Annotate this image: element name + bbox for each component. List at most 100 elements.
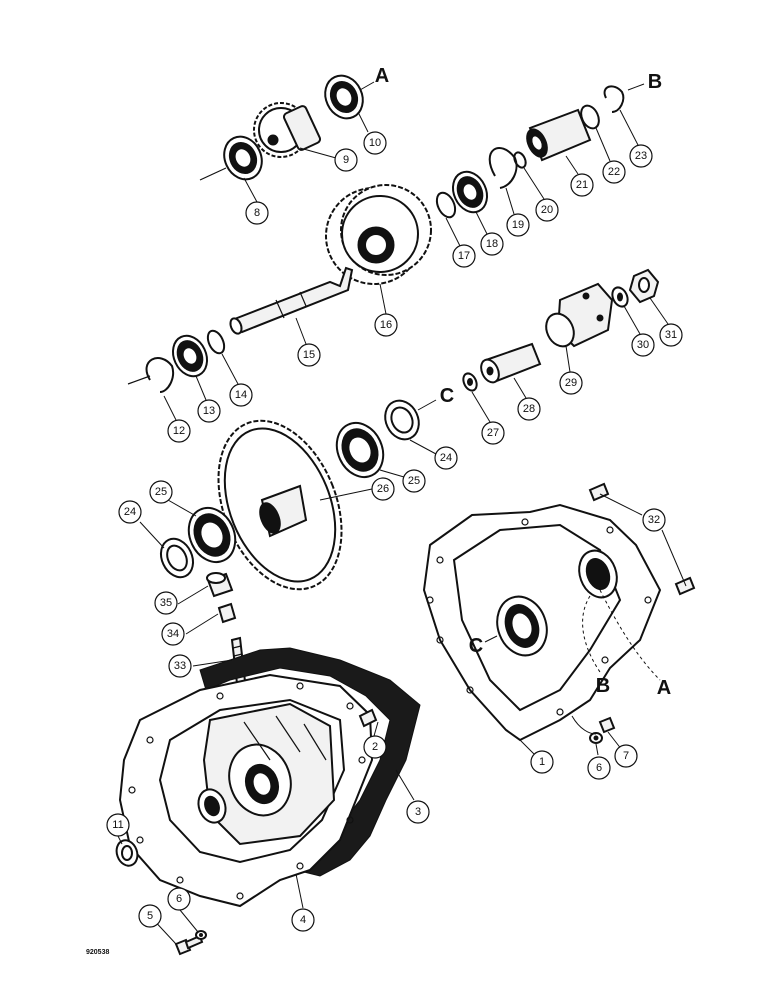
ref-letter-b-top: B [648, 71, 662, 93]
cluster-gear-9 [253, 102, 322, 158]
callout-9: 9 [334, 148, 358, 172]
washer-20 [513, 151, 527, 169]
callout-12: 12 [167, 419, 191, 443]
double-gear-16 [325, 184, 432, 285]
callout-3: 3 [406, 800, 430, 824]
svg-text:4: 4 [300, 914, 306, 926]
svg-text:2: 2 [372, 741, 378, 753]
seal-11 [115, 839, 139, 867]
svg-text:7: 7 [623, 750, 629, 762]
snap-ring-23 [603, 83, 645, 113]
callout-5: 5 [138, 904, 162, 928]
flange-yoke-29 [545, 282, 614, 348]
callout-14: 14 [229, 383, 253, 407]
svg-text:10: 10 [369, 137, 381, 149]
svg-text:5: 5 [147, 910, 153, 922]
coupling-21 [526, 108, 592, 162]
svg-text:22: 22 [608, 166, 620, 178]
callout-8: 8 [245, 201, 269, 225]
callout-26: 26 [371, 477, 395, 501]
large-gear-26 [217, 419, 343, 591]
callout-18: 18 [480, 232, 504, 256]
callout-6-right: 6 [587, 756, 611, 780]
callout-2: 2 [363, 735, 387, 759]
svg-text:16: 16 [380, 319, 392, 331]
ring-17 [435, 191, 457, 219]
svg-text:11: 11 [112, 819, 123, 831]
bearing-8 [199, 135, 263, 181]
callout-21: 21 [570, 173, 594, 197]
seal-24-right [384, 399, 437, 441]
callout-7: 7 [614, 744, 638, 768]
svg-text:15: 15 [303, 349, 315, 361]
bearing-25-right [335, 421, 385, 479]
dowel-32-right [674, 576, 696, 596]
callout-20: 20 [535, 198, 559, 222]
svg-text:6: 6 [596, 762, 602, 774]
svg-text:33: 33 [174, 660, 186, 672]
snap-ring-19 [488, 147, 518, 189]
svg-text:26: 26 [377, 483, 389, 495]
callout-24-left: 24 [118, 500, 142, 524]
svg-text:17: 17 [458, 250, 470, 262]
ref-letter-a-housing: A [657, 677, 671, 699]
callout-34: 34 [161, 622, 185, 646]
svg-text:32: 32 [648, 514, 660, 526]
svg-text:1: 1 [539, 756, 545, 768]
spacer-28 [480, 342, 542, 384]
callout-25-left: 25 [149, 480, 173, 504]
callout-32: 32 [642, 508, 666, 532]
washer-30 [611, 286, 629, 308]
svg-text:25: 25 [155, 486, 167, 498]
svg-text:35: 35 [160, 597, 172, 609]
svg-text:24: 24 [124, 506, 136, 518]
nut-34 [217, 602, 237, 624]
svg-text:14: 14 [235, 389, 247, 401]
washer-27 [462, 372, 478, 392]
housing-cover-1 [422, 503, 662, 742]
callout-27: 27 [481, 421, 505, 445]
callout-16: 16 [374, 313, 398, 337]
ref-letter-a-top: A [375, 65, 389, 87]
svg-text:31: 31 [665, 329, 677, 341]
bushing-22 [580, 104, 600, 130]
callout-17: 17 [452, 244, 476, 268]
ref-letter-c-housing: C [469, 635, 483, 657]
callout-19: 19 [506, 213, 530, 237]
callout-29: 29 [559, 371, 583, 395]
bolt-5 [174, 934, 204, 956]
bearing-25-left [187, 506, 237, 564]
bearing-13 [171, 334, 209, 378]
ref-letter-c-mid: C [440, 385, 454, 407]
svg-text:24: 24 [440, 452, 452, 464]
callout-22: 22 [602, 160, 626, 184]
dowel-2 [358, 708, 378, 728]
shaft-15 [229, 266, 354, 335]
plug-35 [206, 572, 234, 598]
washer-6-left [195, 930, 207, 940]
callout-23: 23 [629, 144, 653, 168]
bearing-18 [451, 170, 489, 214]
svg-text:19: 19 [512, 219, 524, 231]
svg-text:20: 20 [541, 204, 553, 216]
callout-13: 13 [197, 399, 221, 423]
svg-text:9: 9 [343, 154, 349, 166]
bearing-10 [324, 74, 375, 120]
washer-6-right [589, 732, 603, 744]
svg-text:18: 18 [486, 238, 498, 250]
callout-33: 33 [168, 654, 192, 678]
housing-4 [118, 673, 374, 908]
svg-text:23: 23 [635, 150, 647, 162]
svg-text:3: 3 [415, 806, 421, 818]
callout-25-right: 25 [402, 469, 426, 493]
svg-text:12: 12 [173, 425, 185, 437]
nut-7-right [598, 716, 616, 734]
svg-text:8: 8 [254, 207, 260, 219]
callout-31: 31 [659, 323, 683, 347]
nut-31 [628, 268, 660, 304]
callout-10: 10 [363, 131, 387, 155]
ref-letter-b-housing: B [596, 675, 610, 697]
callout-4: 4 [291, 908, 315, 932]
callout-28: 28 [517, 397, 541, 421]
